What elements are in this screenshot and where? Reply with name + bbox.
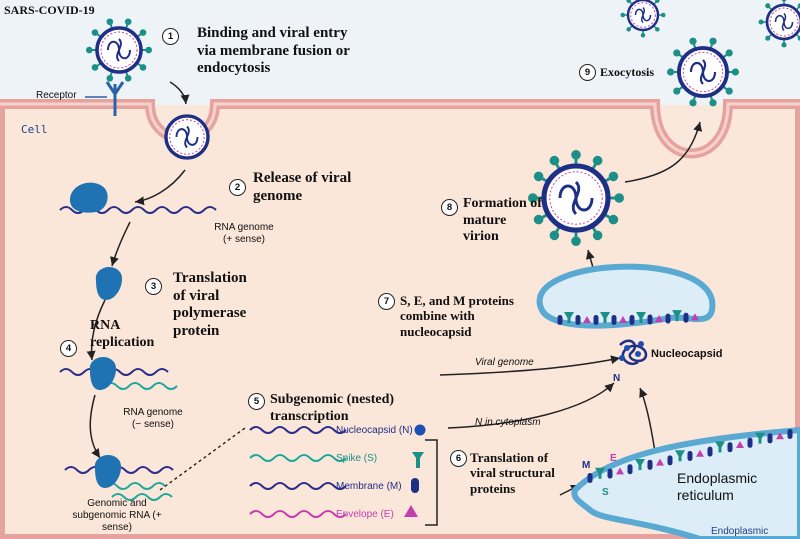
virion-icon: [620, 0, 666, 38]
step-6-text: Translation of viral structural proteins: [470, 450, 555, 496]
membrane-protein-icon: [411, 478, 419, 493]
step-8-text: Formation of mature virion: [463, 196, 542, 245]
subgenomic-strand-2: [111, 493, 173, 501]
er-letter-e: E: [610, 453, 617, 464]
arrow-entry: [169, 81, 190, 105]
polymerase-icon: [89, 356, 117, 390]
ribosome-icon: [70, 182, 108, 213]
envelope-protein-icon: [404, 505, 418, 517]
endoplasmic-reticulum: [571, 426, 800, 539]
er-label: Endoplasmic reticulum: [677, 470, 758, 503]
virion-icon: [86, 18, 152, 82]
receptor-label: Receptor: [36, 90, 77, 101]
subgenomic-strand-1: [104, 482, 166, 490]
step-5-text: Subgenomic (nested) transcription: [270, 392, 395, 424]
receptor: [85, 81, 125, 116]
polymerase-icon: [94, 454, 122, 488]
spike-s-label: Spike (S): [336, 453, 378, 464]
virion-group: [86, 0, 800, 246]
membrane-m-label: Membrane (M): [336, 481, 402, 492]
virion-icon: [528, 150, 624, 246]
nucleocapsid-n-label: Nucleocapsid (N): [336, 425, 413, 436]
er-membrane-proteins: [587, 429, 793, 483]
arrow-n-cytoplasm: [447, 382, 615, 429]
arrow-exocytosis: [624, 121, 703, 183]
transcript-envelope: [249, 510, 347, 518]
nucleocapsid-complex: [619, 339, 648, 366]
step-3-badge: 3: [145, 278, 162, 295]
step-2-badge: 2: [229, 179, 246, 196]
step-9-badge: 9: [579, 64, 596, 81]
membrane-inner-line: [0, 102, 800, 155]
step-8-badge: 8: [441, 199, 458, 216]
arrow-er-to-nucleocapsid: [639, 387, 656, 453]
transcript-membrane: [249, 482, 347, 490]
structural-bracket: [425, 439, 438, 526]
cell-label: Cell: [21, 123, 48, 136]
arrow-release: [134, 169, 186, 206]
step-2-text: Release of viral genome: [253, 170, 352, 204]
step-7-text: S, E, and M proteins combine with nucleo…: [400, 293, 514, 339]
er-letter-m: M: [582, 460, 591, 471]
arrow-subgenomic: [89, 394, 101, 459]
polymerase-icon: [95, 266, 123, 300]
step-9-text: Exocytosis: [600, 65, 654, 79]
arrow-translation: [110, 221, 131, 267]
envelope-e-label: Envelope (E): [336, 509, 394, 520]
step-1-badge: 1: [162, 28, 179, 45]
arrow-replication: [86, 299, 106, 361]
step-1-text: Binding and viral entry via membrane fus…: [197, 25, 350, 77]
step-6-badge: 6: [450, 450, 467, 467]
replication-strand-neg: [104, 382, 178, 390]
virion-icon: [667, 37, 740, 107]
nucleocapsid-label: Nucleocapsid: [651, 348, 723, 360]
diagram-title: SARS-COVID-19: [4, 3, 95, 17]
genomic-subgenomic-label: Genomic and subgenomic RNA (+ sense): [72, 498, 162, 533]
viral-genome-label: Viral genome: [475, 357, 534, 368]
step-7-badge: 7: [378, 293, 395, 310]
vesicle-membrane-proteins: [557, 310, 699, 325]
rna-genome-pos-label: RNA genome (+ sense): [214, 222, 274, 245]
step-4-badge: 4: [60, 340, 77, 357]
step-4-text: RNA replication: [90, 318, 155, 350]
rna-genome-neg-label: RNA genome (− sense): [123, 407, 183, 430]
nucleocapsid-letter-n: N: [613, 373, 621, 384]
nucleocapsid-protein-icon: [414, 424, 426, 436]
spike-protein-icon: [412, 452, 424, 468]
er-bottom-label: Endoplasmic: [711, 526, 769, 537]
virion-icon: [758, 0, 800, 48]
arrow-viral-genome: [439, 355, 621, 376]
step-3-text: Translation of viral polymerase protein: [173, 270, 247, 340]
er-letter-s: S: [602, 487, 609, 498]
transcript-nucleocapsid: [249, 426, 347, 434]
step-5-badge: 5: [248, 393, 265, 410]
virion-icon: [164, 114, 210, 160]
n-in-cytoplasm-label: N in cytoplasm: [475, 417, 541, 428]
transcript-spike: [249, 454, 347, 462]
